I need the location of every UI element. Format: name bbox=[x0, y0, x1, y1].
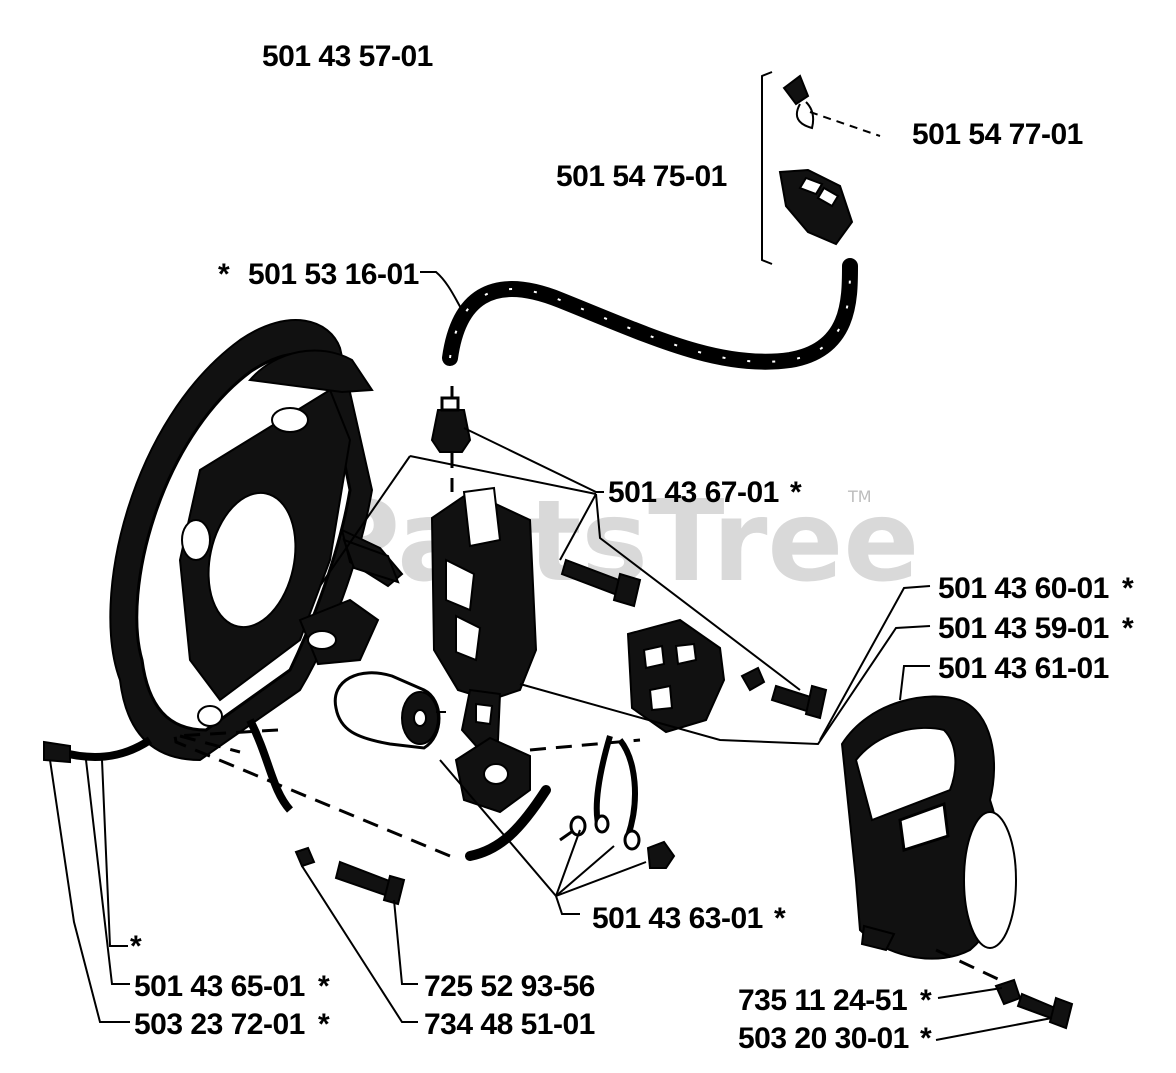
label-p61: 501 43 61-01 bbox=[938, 652, 1109, 685]
watermark-trademark: TM bbox=[847, 487, 872, 506]
label-wire-star: * bbox=[130, 930, 142, 963]
condenser-part bbox=[333, 671, 446, 750]
stator-plate-part bbox=[109, 319, 404, 762]
part-labels: 501 43 57-01 501 54 77-01 501 54 75-01 *… bbox=[130, 40, 1135, 1055]
label-ignition-lead: 501 53 16-01 bbox=[248, 258, 419, 291]
label-p5032030-star: * bbox=[920, 1022, 932, 1055]
label-boot-kit: 501 54 75-01 bbox=[556, 160, 727, 193]
leader-spring-clip bbox=[809, 111, 881, 137]
label-lead-star: * bbox=[218, 258, 230, 291]
label-coil-screws-star: * bbox=[790, 476, 802, 509]
leader-lines bbox=[49, 427, 1053, 1041]
label-p65-star: * bbox=[318, 970, 330, 1003]
label-p60-star: * bbox=[1122, 572, 1134, 605]
label-p5032372-star: * bbox=[318, 1008, 330, 1041]
ignition-coil-part bbox=[430, 486, 538, 750]
label-p7256: 725 52 93-56 bbox=[424, 970, 595, 1003]
coil-bolt-part bbox=[560, 558, 642, 608]
boot-part bbox=[778, 168, 854, 246]
label-p5032030: 503 20 30-01 bbox=[738, 1022, 909, 1055]
small-hardware bbox=[294, 666, 828, 906]
housing-part bbox=[840, 695, 1017, 960]
label-p7351-star: * bbox=[920, 984, 932, 1017]
label-top-assembly: 501 43 57-01 bbox=[262, 40, 433, 73]
label-p59-star: * bbox=[1122, 612, 1134, 645]
label-p60: 501 43 60-01 bbox=[938, 572, 1109, 605]
leader-ignition-lead bbox=[420, 271, 463, 311]
label-p7351: 735 11 24-51 bbox=[738, 984, 907, 1017]
stator-wire-part bbox=[43, 718, 294, 813]
label-p7344: 734 48 51-01 bbox=[424, 1008, 595, 1041]
label-p5032372: 503 23 72-01 bbox=[134, 1008, 305, 1041]
ignition-lead-part bbox=[442, 258, 858, 370]
label-p59: 501 43 59-01 bbox=[938, 612, 1109, 645]
trigger-module-part bbox=[454, 736, 551, 861]
label-p65: 501 43 65-01 bbox=[134, 970, 305, 1003]
terminal-block-part bbox=[593, 618, 726, 837]
label-p63: 501 43 63-01 bbox=[592, 902, 763, 935]
spring-clip-part bbox=[782, 74, 815, 130]
lower-hardware bbox=[994, 978, 1074, 1030]
label-spring-clip: 501 54 77-01 bbox=[912, 118, 1083, 151]
terminal-part bbox=[430, 386, 472, 453]
boot-kit-bracket bbox=[761, 71, 773, 265]
label-coil-screws: 501 43 67-01 bbox=[608, 476, 779, 509]
assembly-lines bbox=[173, 452, 1001, 982]
spacer-part bbox=[342, 538, 400, 584]
label-p63-star: * bbox=[774, 902, 786, 935]
